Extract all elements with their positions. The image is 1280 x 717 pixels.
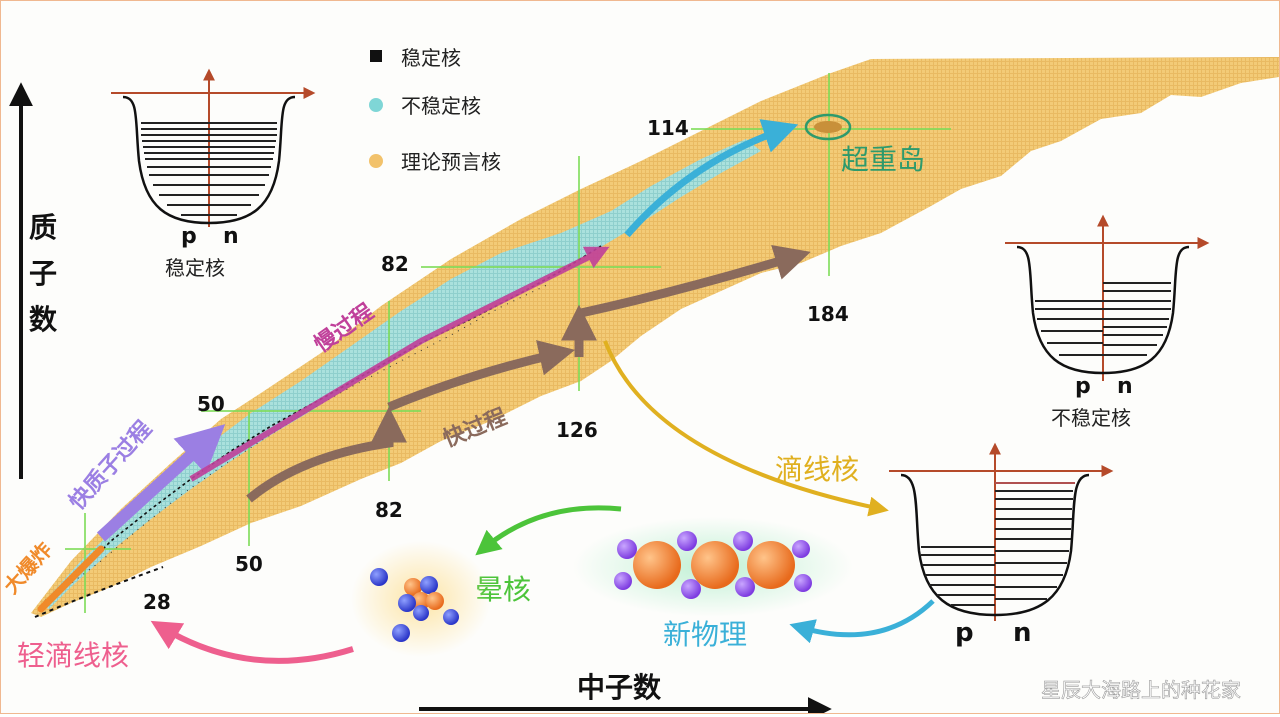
well-stable-n: n [223,224,239,249]
well-stable-p: p [181,224,197,249]
axes: 质 子 数 中子数 [8,82,832,717]
dripline-arrow [603,340,889,517]
legend-swatch-unstable [369,98,383,112]
neutron-magic-28: 28 [143,590,171,614]
proton-magic-50: 50 [197,392,225,416]
label-dripline-nuclei: 滴线核 [775,453,859,486]
big-bang-arrow [37,545,105,613]
halo-nucleus-illustration [351,541,491,657]
label-superheavy-island: 超重岛 [841,143,925,176]
legend-swatch-stable [370,50,382,62]
y-axis-label-1: 质 [29,211,57,244]
superheavy-arrow [624,119,799,238]
new-physics-illustration [573,517,853,617]
rp-process-arrow [96,424,226,542]
y-axis-label-2: 子 [29,257,57,290]
r-process-arrow-2 [387,340,576,412]
r-process-arrow-4 [580,245,811,318]
legend: 稳定核 不稳定核 理论预言核 [369,46,501,174]
neutron-magic-184: 184 [807,302,849,326]
light-dripline-dashed [34,566,164,618]
watermark: 星辰大海路上的种花家 [1041,678,1241,702]
well-stable: p n 稳定核 [111,68,316,280]
halo-arrow [475,505,622,556]
s-process-arrow [189,246,610,482]
legend-label-stable: 稳定核 [401,46,461,70]
proton-magic-114: 114 [647,116,689,140]
legend-label-unstable: 不稳定核 [401,94,481,118]
new-physics-arrow [789,599,935,644]
legend-swatch-predicted [369,154,383,168]
y-axis-label-3: 数 [29,303,58,336]
region-labels: 超重岛 滴线核 轻滴线核 晕核 新物理 [17,143,925,672]
r-process-arrow-1 [246,406,407,503]
neutron-magic-50: 50 [235,552,263,576]
well-dripline-p: p [955,618,974,648]
magic-number-labels: 28 50 50 82 82 126 114 184 [143,116,849,614]
well-stable-caption: 稳定核 [165,256,225,280]
neutron-magic-126: 126 [556,418,598,442]
well-unstable-p: p [1075,374,1091,399]
well-dripline-n: n [1013,618,1032,648]
well-dripline: p n [889,442,1114,648]
proton-magic-82: 82 [381,252,409,276]
label-light-dripline: 轻滴线核 [17,639,129,672]
label-big-bang: 大爆炸 [1,538,57,599]
legend-label-predicted: 理论预言核 [401,150,501,174]
well-unstable-caption: 不稳定核 [1051,406,1131,430]
x-axis-label: 中子数 [577,671,662,704]
light-dripline-arrow [150,620,354,664]
well-unstable-n: n [1117,374,1133,399]
process-arrows [37,119,935,664]
superheavy-island-marker [804,113,852,141]
neutron-magic-82: 82 [375,498,403,522]
unstable-nuclei-region [41,139,761,609]
predicted-nuclei-region [31,57,1279,617]
label-new-physics: 新物理 [663,618,747,651]
well-unstable: p n 不稳定核 [1005,214,1210,430]
